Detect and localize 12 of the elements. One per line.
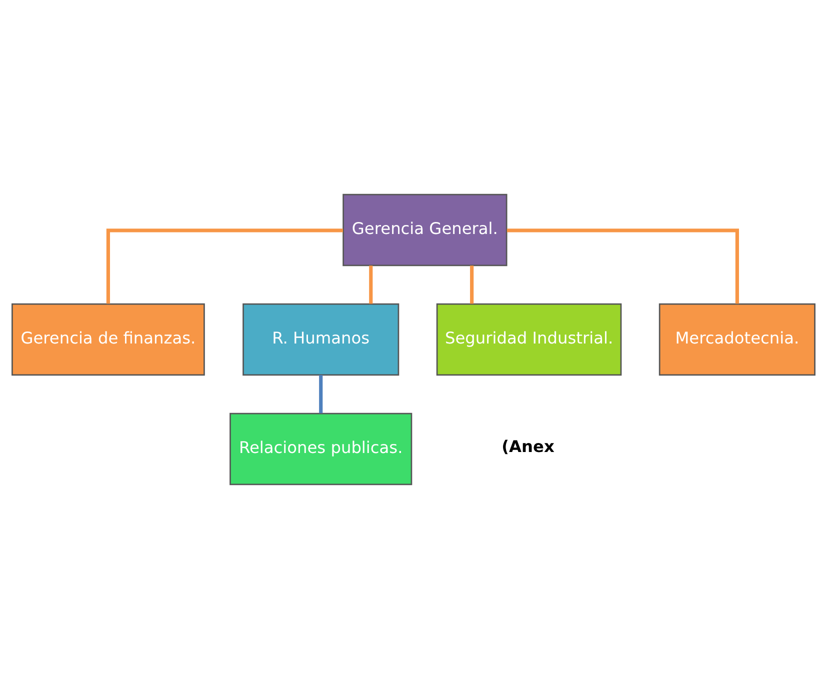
connector <box>470 266 474 304</box>
label: (Anex <box>502 437 554 456</box>
node-box: Gerencia de finanzas. <box>12 303 205 376</box>
node-box: R. Humanos <box>242 303 400 376</box>
node-box: Seguridad Industrial. <box>436 303 622 376</box>
connector <box>369 266 373 304</box>
connector <box>106 228 343 304</box>
connector <box>319 375 323 414</box>
connector <box>506 228 739 304</box>
node-box: Gerencia General. <box>342 194 508 266</box>
node-box: Relaciones publicas. <box>230 412 412 486</box>
node-box: Mercadotecnia. <box>658 303 816 376</box>
